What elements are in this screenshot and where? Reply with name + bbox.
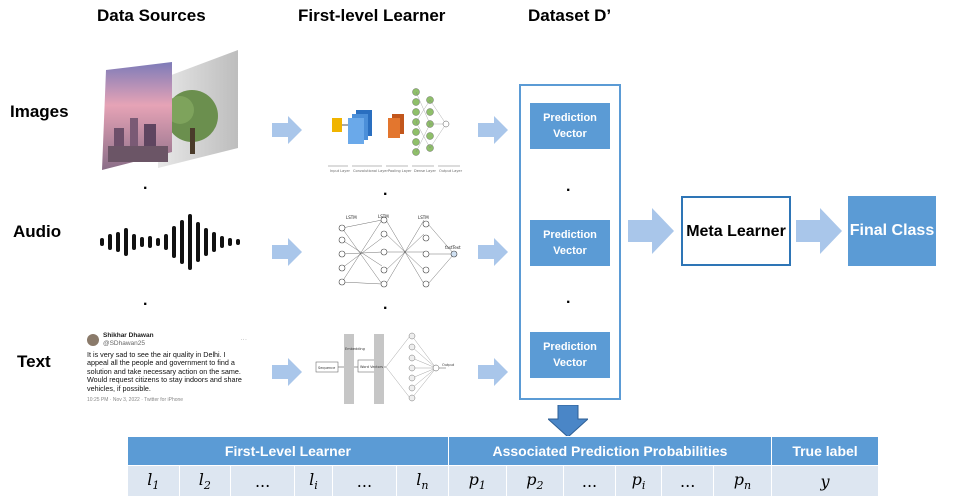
table-cell-learner: ln	[395, 465, 449, 497]
table-header-probabilities: Associated Prediction Probabilities	[447, 436, 773, 466]
table-header-learner: First-Level Learner	[127, 436, 449, 466]
arrow-right-icon	[796, 208, 842, 254]
table-cell-prob: ...	[563, 465, 616, 497]
separator-dot: .	[566, 178, 571, 195]
arrow-down-icon	[548, 405, 588, 437]
table-cell-prob: p2	[505, 465, 565, 497]
prediction-vector: Prediction Vector	[530, 220, 610, 266]
tweet-body: It is very sad to see the air quality in…	[87, 350, 242, 393]
table-cell-true-label: y	[771, 465, 879, 497]
text-model-label: Output	[442, 363, 455, 367]
final-class-box: Final Class	[848, 196, 936, 266]
table-cell-prob: pi	[614, 465, 663, 497]
prediction-vector: Prediction Vector	[530, 103, 610, 149]
row-label-text: Text	[17, 352, 51, 371]
text-model-illustration: Sequence Word Vectors Embedding Output	[315, 332, 455, 404]
arrow-right-icon	[478, 116, 508, 144]
separator-dot: .	[566, 290, 571, 307]
tweet-meta: 10:25 PM · Nov 3, 2022 · Twitter for iPh…	[87, 397, 184, 404]
table-cell-prob: p1	[447, 465, 507, 497]
cnn-label: Output Layer	[439, 169, 463, 173]
arrow-right-icon	[628, 208, 674, 254]
table-cell-learner: li	[294, 465, 333, 497]
arrow-right-icon	[272, 238, 302, 266]
arrow-right-icon	[272, 358, 302, 386]
dataset-table: First-Level Learner Associated Predictio…	[127, 436, 879, 497]
foggy-tree-image	[158, 50, 238, 168]
text-model-label: Sequence	[318, 366, 335, 370]
more-icon: ···	[240, 336, 248, 343]
table-cell-prob: pn	[712, 465, 773, 497]
cnn-label: Dense Layer	[414, 169, 436, 173]
lstm-label: LSTM	[346, 215, 357, 220]
lstm-model-illustration: LSTM LSTM LSTM fastText	[338, 214, 461, 288]
header-data-sources: Data Sources	[97, 6, 206, 25]
table-cell-learner: l1	[127, 465, 180, 497]
separator-dot: .	[383, 182, 388, 199]
lstm-label: LSTM	[418, 215, 429, 220]
row-label-images: Images	[10, 102, 69, 121]
meta-learner-box: Meta Learner	[681, 196, 791, 266]
prediction-vector: Prediction Vector	[530, 332, 610, 378]
header-first-level-learner: First-level Learner	[298, 6, 446, 25]
cnn-label: Pooling Layer	[388, 169, 412, 173]
table-cell-learner: ...	[230, 465, 296, 497]
images-illustration	[102, 50, 238, 170]
separator-dot: .	[143, 176, 148, 193]
tweet-handle: @SDhawan25	[103, 340, 146, 347]
arrow-right-icon	[272, 116, 302, 144]
text-model-label: Embedding	[345, 347, 365, 351]
lstm-label: LSTM	[378, 214, 389, 219]
audio-waveform-icon	[100, 214, 240, 270]
cnn-model-illustration: Input Layer Convolutional Layer Pooling …	[328, 88, 463, 173]
separator-dot: .	[143, 292, 148, 309]
table-cell-learner: l2	[178, 465, 232, 497]
text-model-label: Word Vectors	[360, 365, 383, 369]
cnn-label: Input Layer	[330, 169, 350, 173]
avatar	[87, 334, 99, 346]
polluted-city-image	[102, 62, 172, 170]
tweet-card: Shikhar Dhawan @SDhawan25 ··· It is very…	[87, 332, 248, 404]
separator-dot: .	[383, 296, 388, 313]
dataset-box	[519, 84, 621, 400]
header-dataset: Dataset D’	[528, 6, 612, 25]
cnn-label: Convolutional Layer	[353, 169, 388, 173]
row-label-audio: Audio	[13, 222, 62, 241]
tweet-author: Shikhar Dhawan	[103, 332, 154, 339]
arrow-right-icon	[478, 238, 508, 266]
lstm-label: fastText	[445, 245, 461, 250]
arrow-right-icon	[478, 358, 508, 386]
table-header-true-label: True label	[771, 436, 879, 466]
table-cell-prob: ...	[661, 465, 714, 497]
table-cell-learner: ...	[331, 465, 397, 497]
